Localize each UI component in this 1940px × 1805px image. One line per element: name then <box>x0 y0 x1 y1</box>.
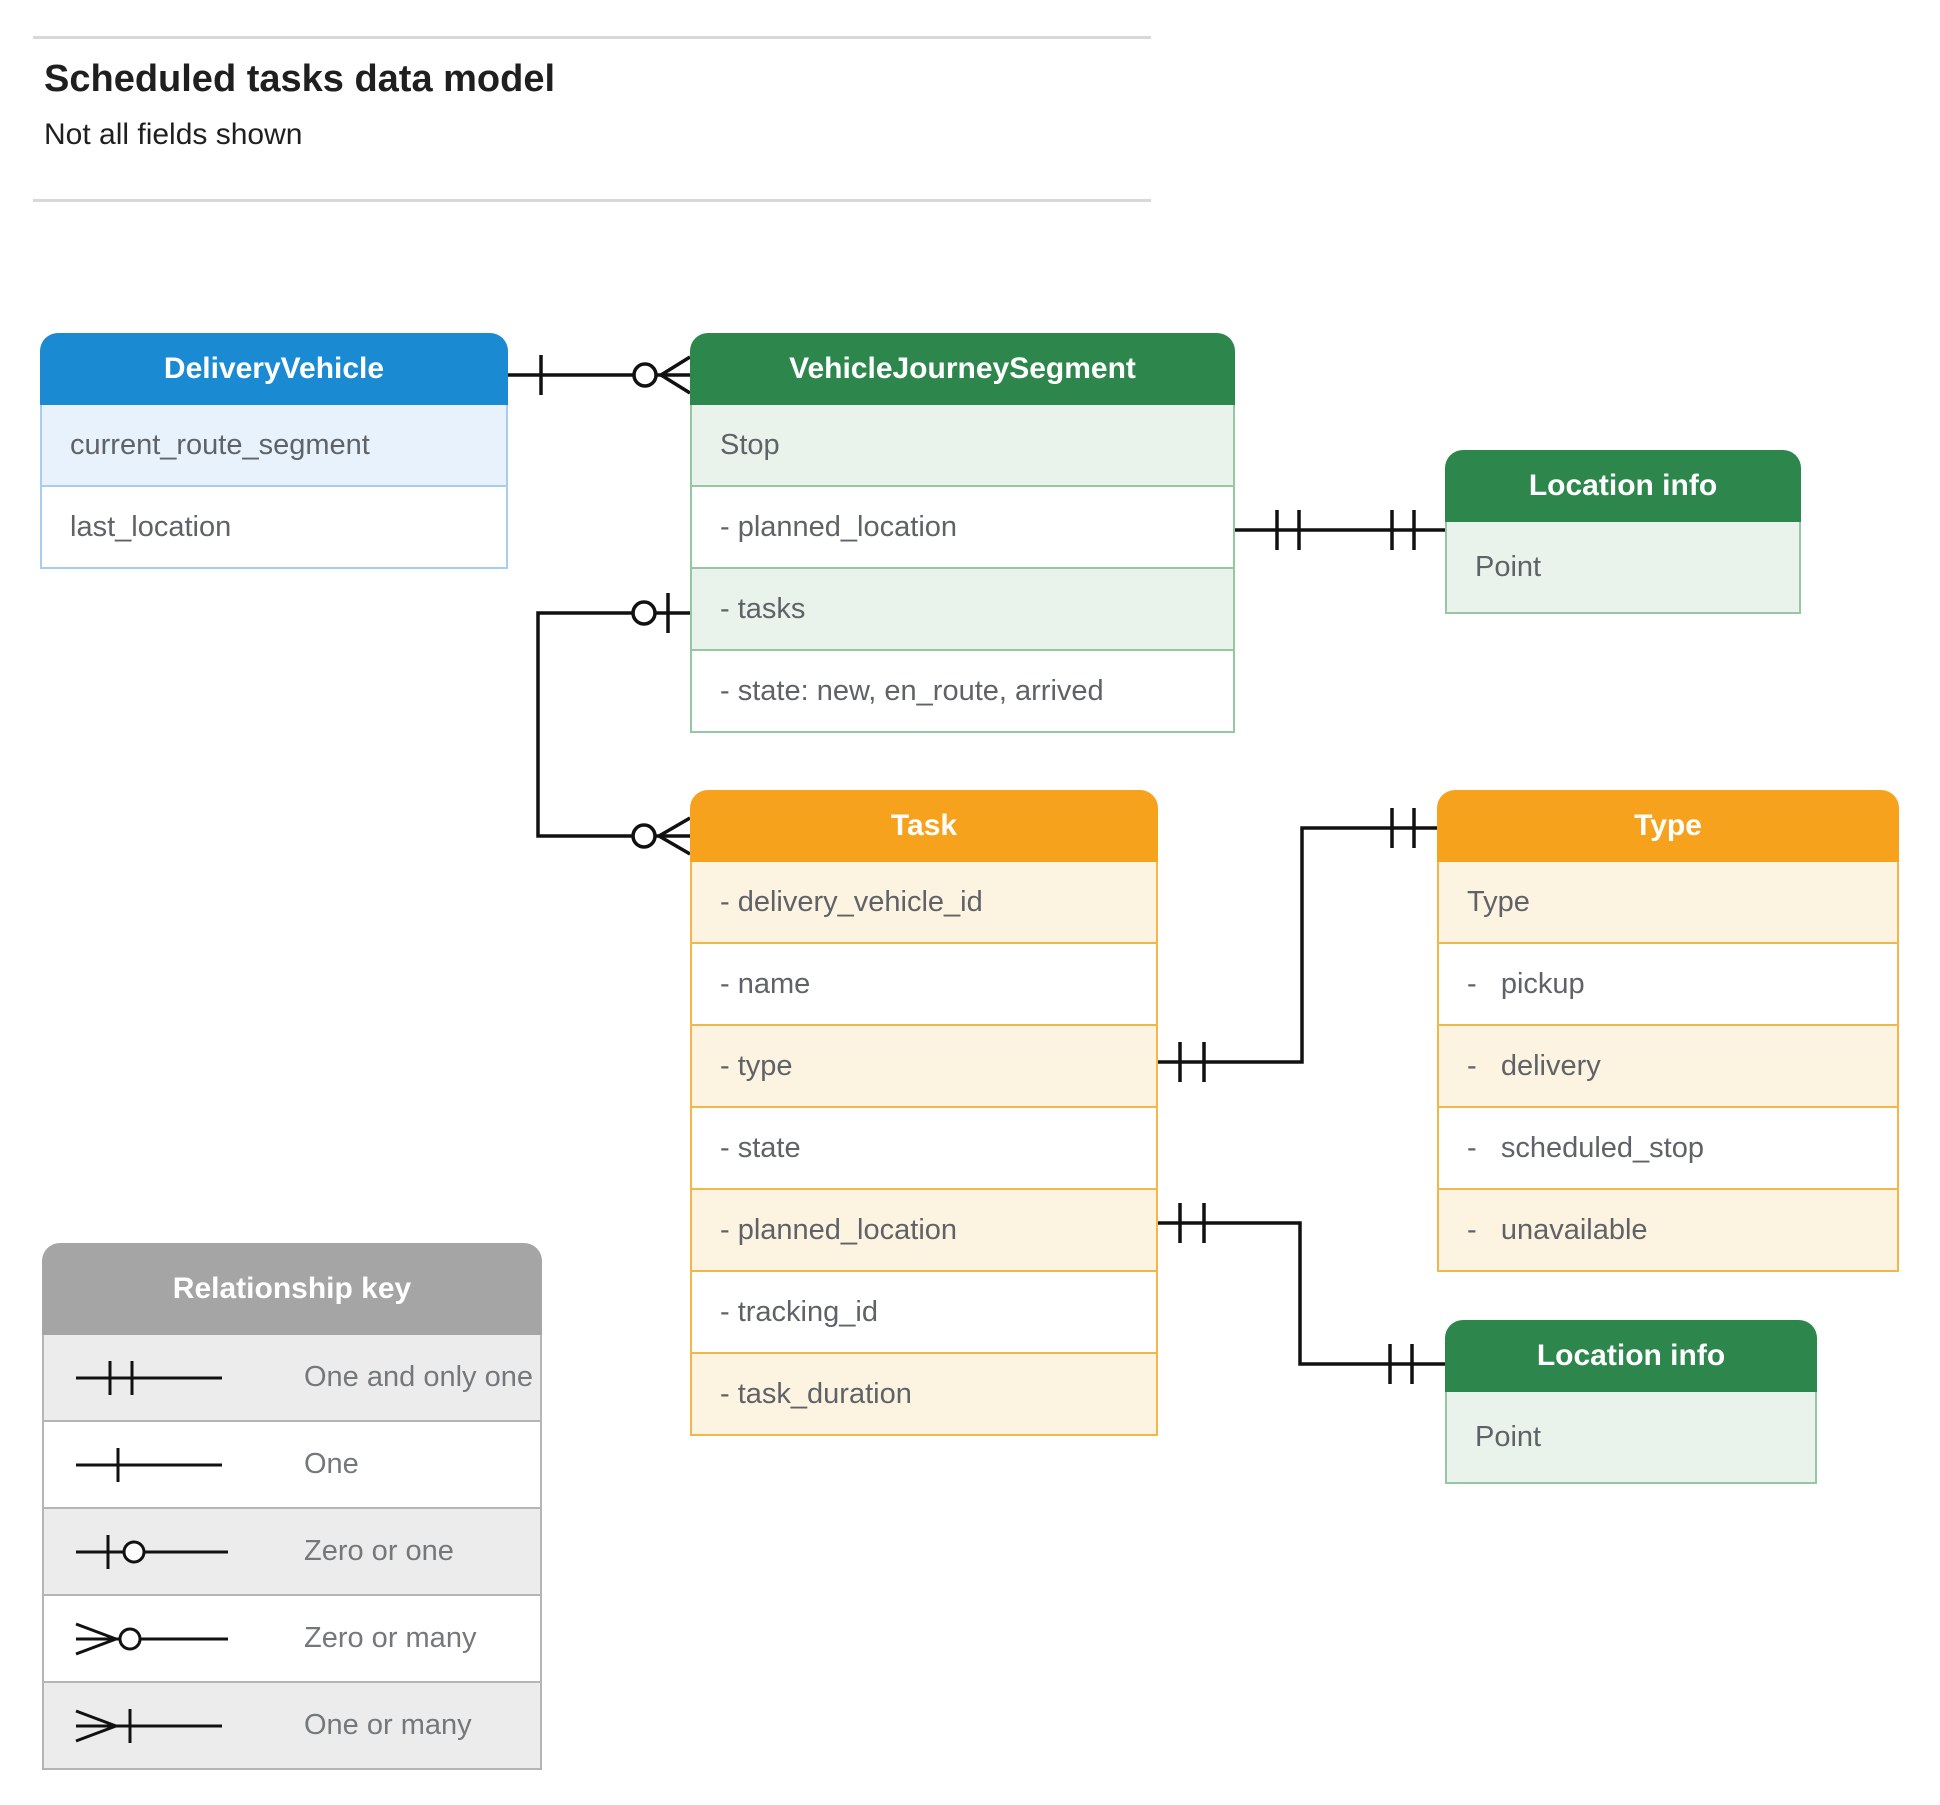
zero-circle <box>632 362 658 388</box>
entity-row: Stop <box>692 405 1233 485</box>
entity-rows: Type- pickup- delivery- scheduled_stop- … <box>1437 862 1899 1272</box>
top-divider <box>33 36 1151 39</box>
entity-rows: Point <box>1445 1392 1817 1484</box>
entity-row: - name <box>692 942 1156 1024</box>
double-tick <box>1275 510 1301 550</box>
zero-or-many-icon <box>75 1622 228 1655</box>
legend-label: Zero or many <box>304 1622 477 1654</box>
one-and-only-one-icon <box>76 1360 222 1395</box>
entity-type: Type Type- pickup- delivery- scheduled_s… <box>1437 790 1899 1272</box>
entity-row: - delivery_vehicle_id <box>692 862 1156 942</box>
legend-label: One <box>304 1448 359 1480</box>
page-subtitle: Not all fields shown <box>44 118 303 151</box>
entity-title: Type <box>1437 790 1899 862</box>
double-tick <box>1178 1203 1206 1243</box>
entity-row: Type <box>1439 862 1897 942</box>
entity-row: - planned_location <box>692 1188 1156 1270</box>
legend-row: Zero or many <box>44 1594 540 1681</box>
entity-row: current_route_segment <box>42 405 506 485</box>
zero-or-one-icon <box>76 1534 228 1569</box>
one-or-many-icon <box>75 1708 222 1743</box>
zero-circle <box>631 600 657 626</box>
entity-title: Location info <box>1445 1320 1817 1392</box>
legend-row: Zero or one <box>44 1507 540 1594</box>
double-tick <box>1390 510 1416 550</box>
connector-deliveryvehicle-vehiclejourneysegment <box>508 355 691 395</box>
crow-foot <box>660 355 691 395</box>
connector-task-locationinfo <box>1158 1203 1445 1384</box>
connector-task-type <box>1158 808 1437 1082</box>
legend-row: One and only one <box>44 1335 540 1420</box>
entity-title: DeliveryVehicle <box>40 333 508 405</box>
entity-row: - task_duration <box>692 1352 1156 1434</box>
entity-row: - scheduled_stop <box>1439 1106 1897 1188</box>
double-tick <box>1388 1344 1414 1384</box>
entity-row: - unavailable <box>1439 1188 1897 1270</box>
entity-row: - type <box>692 1024 1156 1106</box>
entity-row: - state: new, en_route, arrived <box>692 649 1233 731</box>
entity-row: last_location <box>42 485 506 567</box>
entity-row: - planned_location <box>692 485 1233 567</box>
entity-row: Point <box>1447 522 1799 612</box>
entity-title: VehicleJourneySegment <box>690 333 1235 405</box>
connector-vjs-locationinfo <box>1235 510 1445 550</box>
entity-title: Task <box>690 790 1158 862</box>
legend-title: Relationship key <box>42 1243 542 1335</box>
double-tick <box>1390 808 1416 848</box>
entity-task: Task - delivery_vehicle_id- name- type- … <box>690 790 1158 1436</box>
entity-vehicle-journey-segment: VehicleJourneySegment Stop- planned_loca… <box>690 333 1235 733</box>
legend-label: Zero or one <box>304 1535 454 1567</box>
legend-label: One and only one <box>304 1361 533 1393</box>
header-divider <box>33 199 1151 202</box>
entity-row: - tasks <box>692 567 1233 649</box>
entity-row: - tracking_id <box>692 1270 1156 1352</box>
entity-row: - delivery <box>1439 1024 1897 1106</box>
entity-title: Location info <box>1445 450 1801 522</box>
connector-vjs-tasks-task <box>536 593 691 856</box>
double-tick <box>1178 1042 1206 1082</box>
entity-rows: Stop- planned_location- tasks- state: ne… <box>690 405 1235 733</box>
entity-row: Point <box>1447 1392 1815 1482</box>
entity-location-info-top: Location info Point <box>1445 450 1801 614</box>
one-icon <box>76 1447 222 1482</box>
legend-row: One or many <box>44 1681 540 1768</box>
zero-circle <box>631 823 657 849</box>
legend-label: One or many <box>304 1709 472 1741</box>
entity-location-info-bottom: Location info Point <box>1445 1320 1817 1484</box>
legend-row: One <box>44 1420 540 1507</box>
crow-foot <box>658 816 691 856</box>
entity-rows: Point <box>1445 522 1801 614</box>
entity-rows: - delivery_vehicle_id- name- type- state… <box>690 862 1158 1436</box>
entity-row: - state <box>692 1106 1156 1188</box>
page-title: Scheduled tasks data model <box>44 58 556 100</box>
entity-row: - pickup <box>1439 942 1897 1024</box>
